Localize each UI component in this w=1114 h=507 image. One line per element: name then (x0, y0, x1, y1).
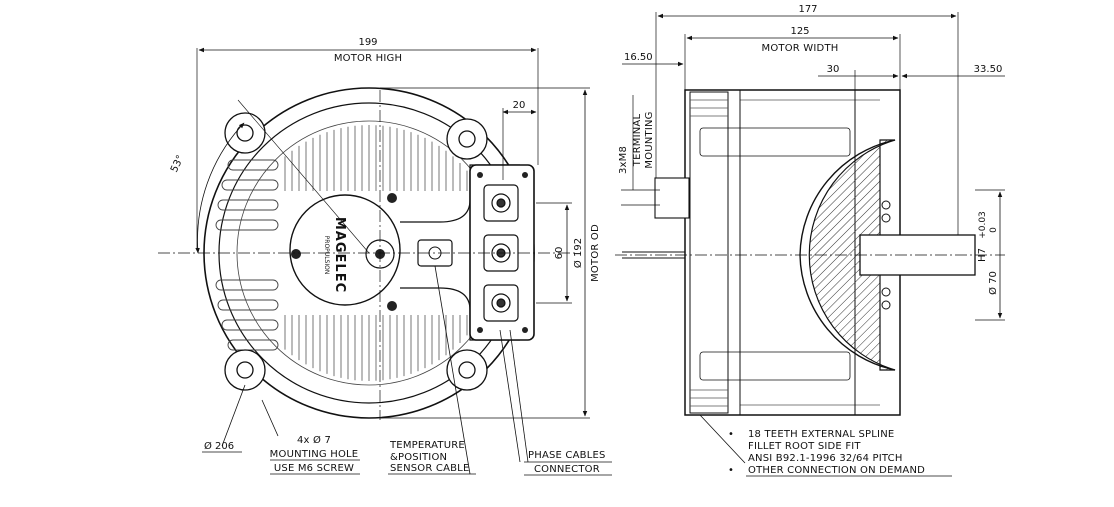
dim-199-label: MOTOR HIGH (334, 53, 402, 64)
dim-199-value: 199 (358, 37, 377, 48)
terminal-thread-label: 3xM8 (618, 146, 629, 174)
dim-16-50-value: 16.50 (624, 52, 653, 63)
note-line-1: 18 TEETH EXTERNAL SPLINE (748, 429, 894, 440)
note-line-2: FILLET ROOT SIDE FIT (748, 441, 861, 452)
left-fin-bands (215, 159, 279, 351)
side-fin-lines (690, 99, 880, 407)
angle-arc (195, 122, 245, 254)
hub-bolt-top (387, 193, 397, 203)
center-hub (289, 194, 401, 306)
dim-od-label: MOTOR OD (590, 224, 601, 282)
phase-cables-label-1: PHASE CABLES (528, 450, 606, 461)
phase-terminals (483, 184, 519, 322)
dim-60-value: 60 (554, 247, 565, 260)
use-screw-label: USE M6 SCREW (274, 463, 354, 474)
rotor-section (808, 139, 896, 371)
dim-33-50-value: 33.50 (974, 64, 1003, 75)
bearing-balls (881, 200, 891, 310)
note-line-4: OTHER CONNECTION ON DEMAND (748, 465, 925, 476)
terminal-stud (654, 177, 690, 219)
dim-125-label: MOTOR WIDTH (762, 43, 839, 54)
tolerance-lower: 0 (989, 227, 999, 233)
dim-20-value: 20 (513, 100, 526, 111)
temp-sensor-label-3: SENSOR CABLE (390, 463, 469, 474)
hub-bolt-bottom (387, 301, 397, 311)
dim-125-value: 125 (790, 26, 809, 37)
terminal-mounting-label: MOUNTING (644, 111, 655, 168)
tolerance-upper: +0.03 (978, 211, 988, 239)
front-view: MAGELEC PROPULSION 199 MOTOR H (158, 37, 612, 476)
logo-text: MAGELEC (332, 217, 347, 293)
shaft-diameter-label: Ø 70 (987, 271, 999, 295)
dim-177-value: 177 (798, 4, 817, 15)
dim-30-value: 30 (827, 64, 840, 75)
logo-subtext: PROPULSION (323, 236, 330, 275)
terminal-label: TERMINAL (632, 114, 643, 168)
temp-sensor-label-1: TEMPERATURE (389, 440, 465, 451)
note-line-3: ANSI B92.1-1996 32/64 PITCH (748, 453, 903, 464)
flange-diameter-label: Ø 206 (204, 440, 234, 452)
hub-bolt-left (291, 249, 301, 259)
tolerance-h7: H7 (977, 248, 988, 262)
mounting-hole-label: MOUNTING HOLE (270, 449, 359, 460)
note-bullet-2: • (728, 465, 734, 476)
phase-cables-label-2: CONNECTOR (534, 464, 600, 475)
cooling-fins (284, 125, 468, 381)
dim-od-value: Ø 192 (572, 238, 584, 268)
temp-sensor-label-2: &POSITION (390, 452, 447, 463)
side-view: 177 125 MOTOR WIDTH 16.50 30 33.50 3xM8 … (615, 4, 1005, 477)
hub-logo: MAGELEC PROPULSION (323, 217, 347, 293)
angle-value: 53° (169, 154, 186, 175)
note-bullet-1: • (728, 429, 734, 440)
mounting-qty-label: 4x Ø 7 (297, 434, 331, 446)
